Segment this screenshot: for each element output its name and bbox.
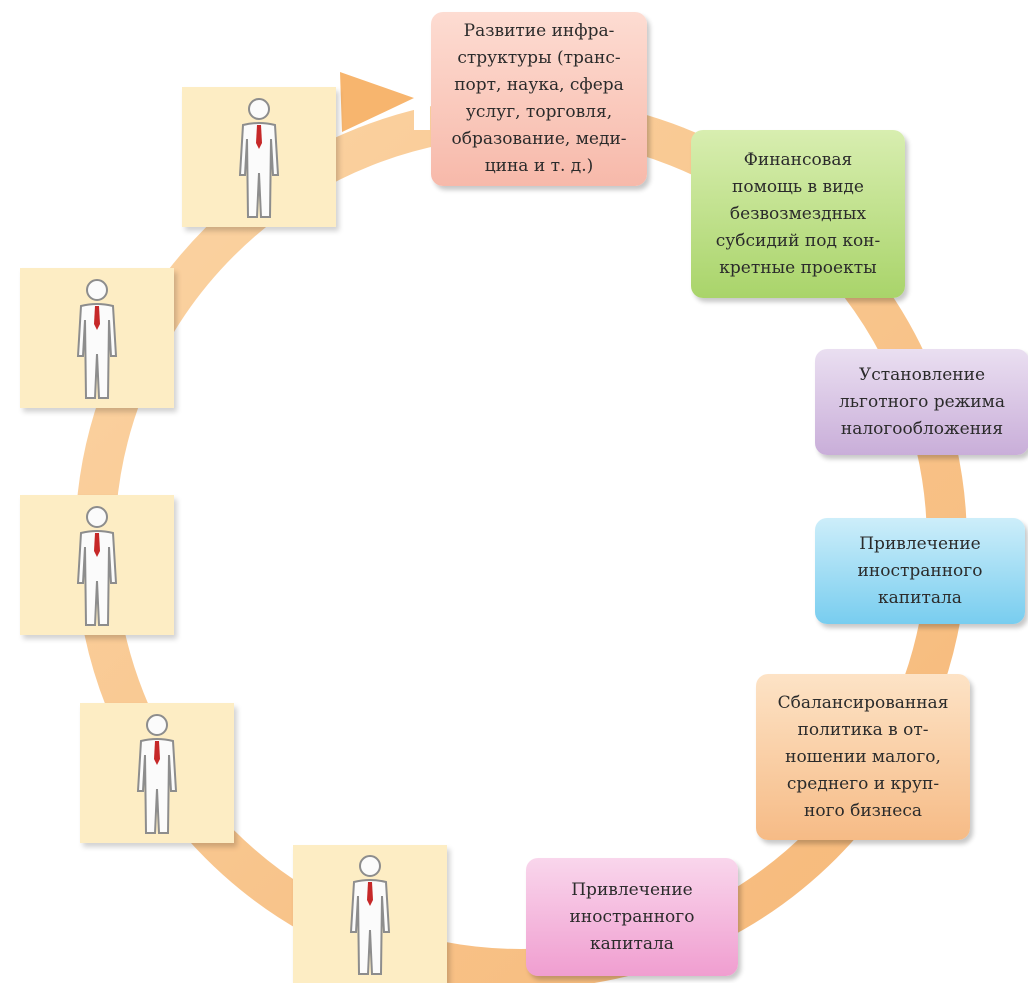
businessman-icon (238, 98, 280, 218)
businessman-icon (76, 506, 118, 626)
businessman-icon (349, 855, 391, 975)
box-financial: Финансовая помощь в виде безвозмездных с… (691, 130, 905, 298)
box-foreign-capital-1-text: Привлечение иностранного капитала (857, 533, 983, 608)
box-balanced-policy-text: Сбалансированная политика в от- ношении … (777, 692, 949, 821)
box-foreign-capital-1: Привлечение иностранного капитала (815, 518, 1025, 624)
person-card-2 (20, 268, 174, 408)
person-card-5 (293, 845, 447, 983)
businessman-icon (136, 714, 178, 834)
box-foreign-capital-2-text: Привлечение иностранного капитала (569, 879, 695, 954)
box-balanced-policy: Сбалансированная политика в от- ношении … (756, 674, 970, 840)
businessman-icon (76, 279, 118, 399)
box-tax-text: Установление льготного режима налогообло… (839, 364, 1005, 439)
ring-arrow-head (340, 72, 414, 132)
person-card-3 (20, 495, 174, 635)
box-tax: Установление льготного режима налогообло… (815, 349, 1028, 455)
box-infrastructure-text: Развитие инфра- структуры (транс- порт, … (451, 21, 627, 176)
person-card-1 (182, 87, 336, 227)
box-infrastructure: Развитие инфра- структуры (транс- порт, … (431, 12, 647, 186)
person-card-4 (80, 703, 234, 843)
box-financial-text: Финансовая помощь в виде безвозмездных с… (715, 149, 881, 278)
box-foreign-capital-2: Привлечение иностранного капитала (526, 858, 738, 976)
